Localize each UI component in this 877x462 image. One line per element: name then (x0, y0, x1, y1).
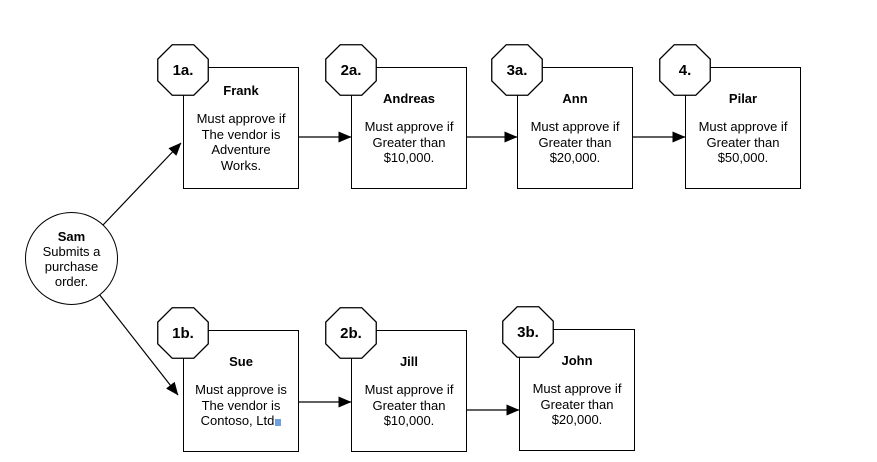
step-badge-label: 2a. (340, 61, 362, 79)
approver-node-3a-ann[interactable]: Ann Must approve if Greater than $20,000… (517, 67, 633, 189)
octagon-icon (659, 44, 711, 96)
approver-rule: Must approve if The vendor is Adventure … (196, 111, 286, 173)
octagon-icon (325, 44, 377, 96)
approver-rule-text: Must approve is The vendor is Contoso, L… (195, 382, 287, 428)
octagon-icon (491, 44, 543, 96)
octagon-icon (325, 307, 377, 359)
approver-name: Sue (229, 353, 253, 369)
approver-name: Ann (562, 90, 588, 106)
step-badge-3a: 3a. (491, 44, 543, 96)
arrow-start-to-1b (98, 293, 179, 396)
approver-rule: Must approve if Greater than $50,000. (698, 119, 788, 165)
arrow-start-to-1a (102, 142, 182, 226)
approver-rule: Must approve is The vendor is Contoso, L… (195, 382, 287, 429)
step-badge-label: 2b. (340, 324, 362, 342)
step-badge-3b: 3b. (502, 306, 554, 358)
approver-rule: Must approve if Greater than $20,000. (530, 119, 620, 165)
start-node-name: Sam (57, 228, 86, 244)
approver-rule: Must approve if Greater than $20,000. (532, 381, 622, 427)
step-badge-label: 3a. (506, 61, 528, 79)
approver-node-1b-sue[interactable]: Sue Must approve is The vendor is Contos… (183, 330, 299, 452)
step-badge-2a: 2a. (325, 44, 377, 96)
approver-name: Frank (223, 82, 259, 98)
octagon-icon (502, 306, 554, 358)
step-badge-label: 1b. (172, 324, 194, 342)
approver-node-1a-frank[interactable]: Frank Must approve if The vendor is Adve… (183, 67, 299, 189)
approver-name: Pilar (728, 90, 758, 106)
start-node-sam[interactable]: Sam Submits a purchase order. (25, 212, 118, 305)
text-selection-mark (275, 419, 282, 426)
approver-node-2a-andreas[interactable]: Andreas Must approve if Greater than $10… (351, 67, 467, 189)
approver-node-3b-john[interactable]: John Must approve if Greater than $20,00… (519, 329, 635, 451)
start-node-description: Submits a purchase order. (42, 243, 101, 289)
approver-node-4-pilar[interactable]: Pilar Must approve if Greater than $50,0… (685, 67, 801, 189)
step-badge-4: 4. (659, 44, 711, 96)
approver-rule: Must approve if Greater than $10,000. (364, 119, 454, 165)
octagon-icon (157, 44, 209, 96)
step-badge-label: 4. (678, 61, 692, 79)
approver-name: John (561, 352, 593, 368)
step-badge-label: 3b. (517, 323, 539, 341)
step-badge-1b: 1b. (157, 307, 209, 359)
step-badge-1a: 1a. (157, 44, 209, 96)
approver-name: Jill (399, 353, 419, 369)
approver-rule: Must approve if Greater than $10,000. (364, 382, 454, 428)
step-badge-2b: 2b. (325, 307, 377, 359)
octagon-icon (157, 307, 209, 359)
step-badge-label: 1a. (172, 61, 194, 79)
approver-name: Andreas (382, 90, 436, 106)
